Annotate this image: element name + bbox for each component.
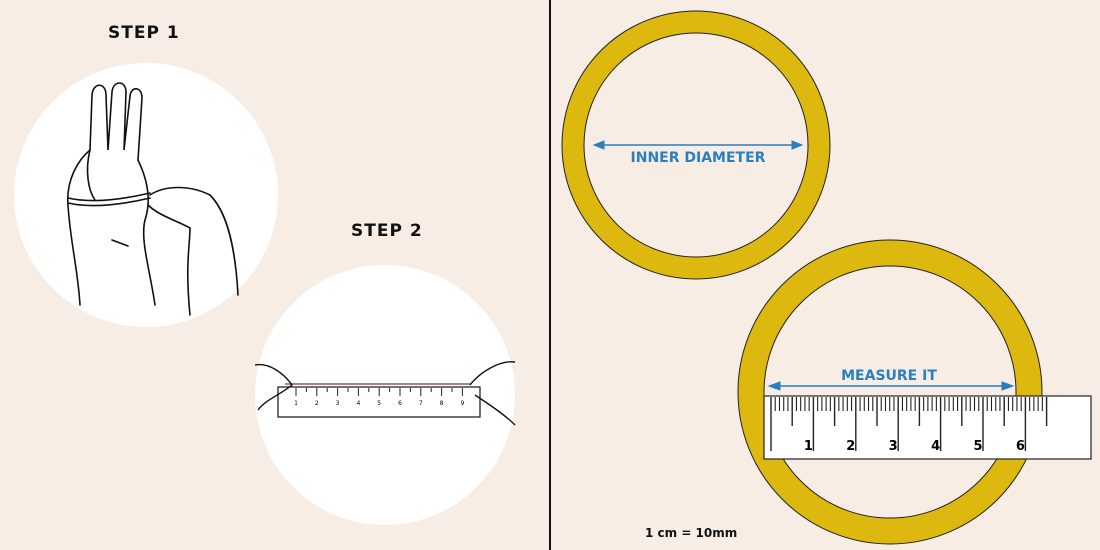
step2-label: STEP 2 (351, 221, 423, 241)
small-ruler-number: 7 (419, 400, 423, 407)
step1-circle (14, 63, 278, 327)
small-ruler-number: 8 (440, 400, 444, 407)
ring-bottom (738, 240, 1042, 544)
inner-diameter-arrow (592, 140, 804, 150)
small-ruler-number: 6 (398, 400, 402, 407)
ruler-number: 3 (889, 439, 898, 454)
scale-note: 1 cm = 10mm (645, 526, 738, 540)
small-ruler-number: 2 (315, 400, 319, 407)
ring-top (562, 11, 830, 279)
small-ruler-number: 9 (460, 400, 464, 407)
small-ruler-number: 4 (356, 400, 360, 407)
measure-arrow (767, 381, 1015, 391)
ruler-number: 4 (931, 439, 940, 454)
small-ruler-number: 3 (336, 400, 340, 407)
ruler-number: 1 (804, 439, 813, 454)
hand-wrapping-string-icon (67, 82, 239, 316)
inner-diameter-label: INNER DIAMETER (631, 150, 766, 166)
small-ruler-number: 1 (294, 400, 298, 407)
step1-label: STEP 1 (108, 23, 180, 43)
ruler-number: 2 (846, 439, 855, 454)
small-ruler-number: 5 (377, 400, 381, 407)
ruler-number: 5 (973, 439, 982, 454)
ruler-number: 6 (1016, 439, 1025, 454)
measure-label: MEASURE IT (841, 368, 937, 384)
